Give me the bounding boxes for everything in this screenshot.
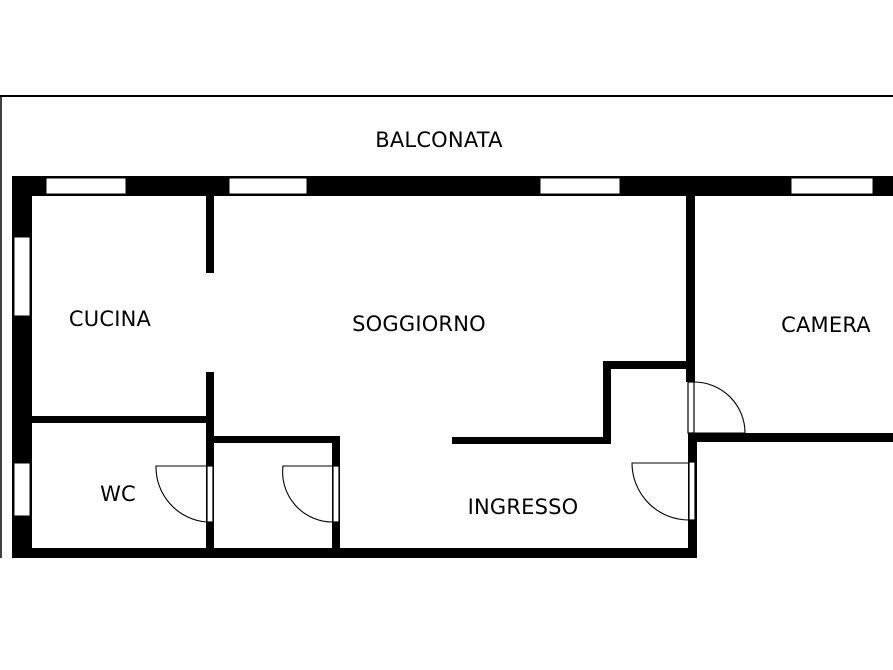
south-wall <box>12 548 697 558</box>
balcony-outline <box>0 95 893 558</box>
window-north-4 <box>790 177 874 195</box>
window-north-1 <box>45 177 127 195</box>
window-north-3 <box>539 177 621 195</box>
entry-nook-top-wall <box>603 361 695 369</box>
window-west-2 <box>13 462 31 517</box>
balconata-label: BALCONATA <box>375 128 503 152</box>
wc-label: WC <box>100 482 136 506</box>
closet-door <box>282 465 340 523</box>
entrance-door <box>631 461 696 521</box>
north-wall <box>12 176 893 196</box>
entry-nook-side-wall <box>603 361 611 444</box>
windows <box>13 177 874 517</box>
camera-label: CAMERA <box>781 313 871 337</box>
window-north-2 <box>228 177 308 195</box>
bedroom-bottom-wall <box>695 433 893 442</box>
kitchen-wall-upper <box>206 196 214 273</box>
interior-walls <box>32 196 893 552</box>
bedroom-door <box>687 381 746 434</box>
doors <box>155 381 746 523</box>
exterior-walls <box>12 176 893 558</box>
wc-door <box>155 462 214 523</box>
cucina-label: CUCINA <box>69 307 152 331</box>
bedroom-wall-upper <box>686 196 695 382</box>
entry-partition-wall <box>452 437 611 444</box>
soggiorno-label: SOGGIORNO <box>352 312 486 336</box>
window-west-1 <box>13 236 31 317</box>
closet-top-wall <box>210 436 340 443</box>
ingresso-label: INGRESSO <box>468 495 579 519</box>
wc-top-wall <box>32 416 210 423</box>
